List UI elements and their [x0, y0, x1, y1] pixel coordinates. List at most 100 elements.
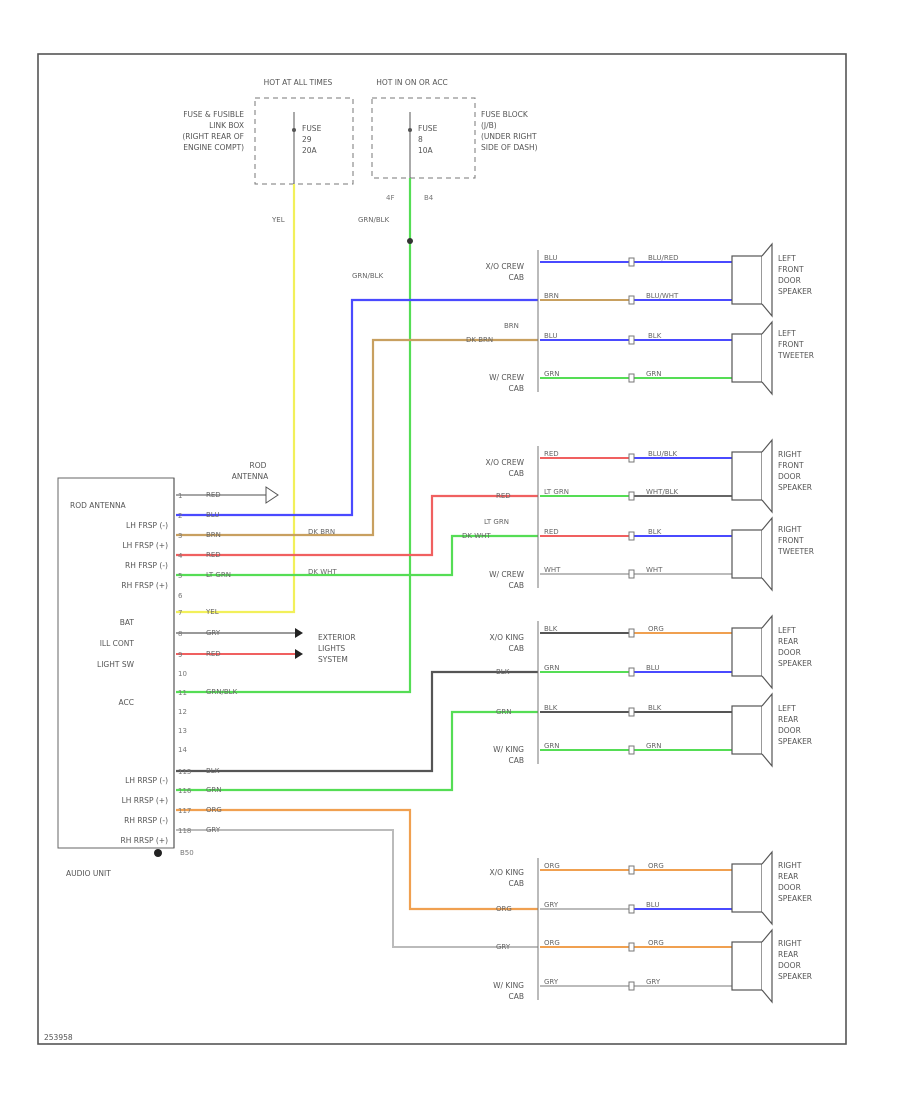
- spk-lr-1-4: SPEAKER: [778, 659, 812, 668]
- cab-xking-1-2: CAB: [508, 644, 524, 653]
- wire-label-dkbrn: DK BRN: [308, 528, 335, 536]
- row-tag-right: BLU: [646, 664, 659, 672]
- row-tag-right: ORG: [648, 862, 664, 870]
- speaker-icon: [731, 692, 773, 768]
- pin-16: 116: [178, 787, 192, 795]
- fuse-right-pin-right: B4: [424, 194, 434, 202]
- spk-rf-door-1: RIGHT: [778, 450, 802, 459]
- mid-tag-gry: GRY: [496, 943, 511, 951]
- spk-lf-door-1: LEFT: [778, 254, 796, 263]
- audio-unit-label-lightsw: LIGHT SW: [97, 660, 135, 669]
- audio-unit-label-lhrrsp-neg: LH RRSP (-): [125, 776, 168, 785]
- audio-unit-label-acc: ACC: [119, 698, 134, 707]
- spk-lr-1-2: REAR: [778, 637, 798, 646]
- pin-9: 9: [178, 651, 182, 659]
- row-tag-left: RED: [544, 528, 559, 536]
- tag-u13: GRY: [206, 826, 221, 834]
- fuse-left: HOT AT ALL TIMES FUSE & FUSIBLE LINK BOX…: [182, 78, 354, 185]
- inline-connector-icon: [628, 569, 635, 579]
- connector-arrow-icon: [295, 628, 303, 638]
- speaker-icon: [731, 928, 773, 1004]
- cab-wcrew-mid-1: W/ CREW: [489, 570, 525, 579]
- pin-2: 2: [178, 512, 182, 520]
- wire-label-dkwht: DK WHT: [308, 568, 337, 576]
- spk-rf-tw-3: TWEETER: [777, 547, 814, 556]
- row-tag-right: BLK: [648, 704, 662, 712]
- row-tag-left: ORG: [544, 939, 560, 947]
- spk-rr-2-3: DOOR: [778, 961, 801, 970]
- fuse-right: HOT IN ON OR ACC FUSE BLOCK (J/B) (UNDER…: [371, 78, 538, 202]
- speaker-icon: [731, 516, 773, 592]
- fuse-left-desc-4: ENGINE COMPT): [183, 143, 244, 152]
- tag-u8: RED: [206, 650, 221, 658]
- fuse-left-hot-label: HOT AT ALL TIMES: [264, 78, 333, 87]
- audio-unit-title: AUDIO UNIT: [66, 869, 111, 878]
- mid-wire-tags: BRN DK BRN RED LT GRN DK WHT BLK GRN ORG…: [462, 322, 519, 951]
- pin-8: 8: [178, 630, 182, 638]
- spk-rr-2-1: RIGHT: [778, 939, 802, 948]
- rod-antenna-label-1: ROD: [250, 461, 267, 470]
- tag-u6: YEL: [205, 608, 219, 616]
- pin-4: 4: [178, 552, 183, 560]
- inline-connector-icon: [628, 667, 635, 677]
- spk-lf-tw-2: FRONT: [778, 340, 804, 349]
- row-tag-left: LT GRN: [544, 488, 569, 496]
- speaker-row: LT GRN WHT/BLK: [540, 488, 736, 501]
- row-tag-left: RED: [544, 450, 559, 458]
- tag-u3: BRN: [206, 531, 221, 539]
- fuse-right-desc-1: FUSE BLOCK: [481, 110, 529, 119]
- spk-rf-tw-2: FRONT: [778, 536, 804, 545]
- inline-connector-icon: [628, 491, 635, 501]
- spk-rr-1-2: REAR: [778, 872, 798, 881]
- exterior-label-1: EXTERIOR: [318, 633, 356, 642]
- pin-1: 1: [178, 492, 182, 500]
- row-tag-right: BLU/RED: [648, 254, 679, 262]
- cab-xcrew-top-2: CAB: [508, 273, 524, 282]
- tag-u5: LT GRN: [206, 571, 231, 579]
- cab-labels: X/O CREW CAB W/ CREW CAB X/O CREW CAB W/…: [485, 262, 524, 1001]
- wire-red-rf: [176, 494, 538, 557]
- cab-xcrew-mid-2: CAB: [508, 469, 524, 478]
- spk-lf-door-3: DOOR: [778, 276, 801, 285]
- wire-label-grnblk-mid: GRN/BLK: [352, 272, 384, 280]
- audio-unit-label-rhfrsp-pos: RH FRSP (+): [121, 581, 168, 590]
- row-tag-left: GRN: [544, 370, 560, 378]
- pin-11: 11: [178, 689, 187, 697]
- cab-wcrew-mid-2: CAB: [508, 581, 524, 590]
- row-tag-right: ORG: [648, 939, 664, 947]
- wire-label-grnblk-top: GRN/BLK: [358, 216, 390, 224]
- footer-code: 253958: [44, 1033, 73, 1042]
- inline-connector-icon: [628, 335, 635, 345]
- tag-u7: GRY: [206, 629, 221, 637]
- spk-rf-door-4: SPEAKER: [778, 483, 812, 492]
- audio-unit-gnd-pin: B50: [180, 849, 194, 857]
- pin-3: 3: [178, 532, 182, 540]
- inline-connector-icon: [628, 745, 635, 755]
- row-tag-left: GRY: [544, 901, 559, 909]
- fuse-left-node-icon: [292, 128, 296, 132]
- wire-green-black: [176, 178, 412, 694]
- ground-icon: [154, 849, 162, 857]
- cab-wking-2-1: W/ KING: [493, 981, 524, 990]
- cab-xking-2-2: CAB: [508, 879, 524, 888]
- mid-tag-blk: BLK: [496, 668, 510, 676]
- spk-lr-1-1: LEFT: [778, 626, 796, 635]
- audio-unit-label-lhfrsp-neg: LH FRSP (-): [126, 521, 168, 530]
- antenna-icon: [265, 486, 279, 504]
- audio-unit-wire-tags: BLU BRN RED LT GRN YEL GRY RED GRN/BLK B…: [205, 511, 238, 834]
- inline-connector-icon: [628, 453, 635, 463]
- row-tag-left: GRN: [544, 742, 560, 750]
- row-tag-right: WHT/BLK: [646, 488, 679, 496]
- inline-connector-icon: [628, 865, 635, 875]
- spk-rr-2-2: REAR: [778, 950, 798, 959]
- wire-green-rf: [176, 534, 538, 577]
- cab-xcrew-mid-1: X/O CREW: [485, 458, 524, 467]
- diagram-frame: [37, 53, 847, 1045]
- wire-green-lr: [176, 710, 538, 792]
